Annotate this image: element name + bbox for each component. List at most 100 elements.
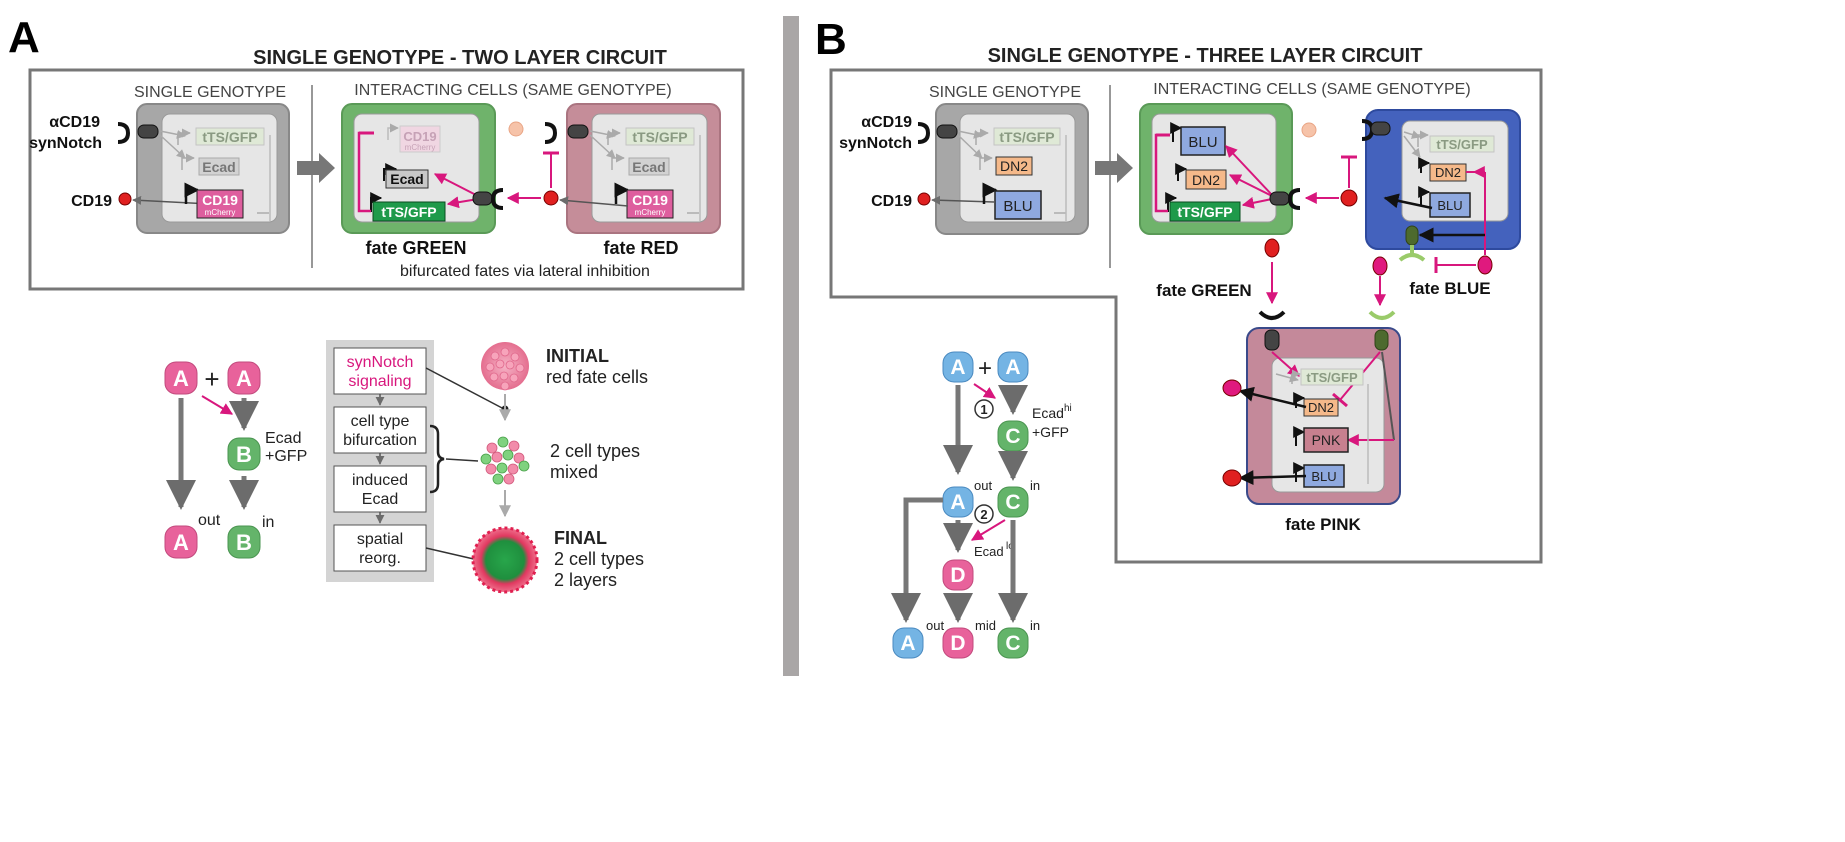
final-cluster-image (473, 528, 537, 592)
flow-step-4b: reorg. (359, 550, 401, 567)
pink-ligand-icon (1372, 256, 1388, 276)
gene-ttsgfp: tTS/GFP (1436, 137, 1488, 152)
node-b-in: B (236, 530, 252, 555)
gene-cd19: CD19 (632, 192, 668, 208)
gfp-label: +GFP (1032, 424, 1069, 440)
gene-ttsgfp-active: tTS/GFP (381, 204, 436, 220)
flow-step-3a: induced (352, 472, 408, 489)
node-a: A (236, 366, 252, 391)
panel-a-flowchart: synNotch signaling cell type bifurcation… (326, 340, 509, 582)
faded-ligand-icon (1301, 122, 1317, 138)
panel-b-letter: B (815, 15, 847, 64)
panel-a-stage-images (471, 342, 539, 594)
gene-blu: BLU (1311, 469, 1336, 484)
lo-superscript: lo (1006, 541, 1014, 552)
gene-dn2: DN2 (1192, 172, 1220, 188)
node-c-in: C (1005, 491, 1020, 514)
panel-a-title: SINGLE GENOTYPE - TWO LAYER CIRCUIT (253, 47, 667, 69)
gene-ttsgfp: tTS/GFP (632, 129, 687, 145)
panel-a-green-cell: CD19 mCherry Ecad tTS/GFP (341, 103, 504, 234)
pink-ligand-icon (1222, 379, 1242, 397)
gene-dn2: DN2 (1435, 165, 1461, 180)
panel-b-single-cell: tTS/GFP DN2 BLU (917, 103, 1089, 235)
plus-sign: + (978, 355, 992, 382)
out-label-final: out (926, 618, 944, 633)
gene-mcherry: mCherry (635, 208, 666, 217)
gene-ttsgfp: tTS/GFP (1306, 370, 1358, 385)
in-label: in (262, 514, 274, 531)
step-1-marker: 1 (980, 402, 987, 417)
cd19-ligand-icon (543, 190, 559, 206)
panel-b-title: SINGLE GENOTYPE - THREE LAYER CIRCUIT (988, 45, 1423, 67)
flow-step-1b: signaling (348, 373, 411, 390)
gene-pnk: PNK (1312, 432, 1341, 448)
plus-sign: + (204, 364, 219, 394)
node-d-mid: D (950, 632, 965, 655)
gene-ecad: Ecad (202, 159, 235, 175)
gene-ecad-induced: Ecad (390, 171, 423, 187)
gfp-label: +GFP (265, 448, 307, 465)
mixed-cluster-image (480, 436, 530, 485)
node-a-out-final: A (900, 632, 915, 655)
panel-b-receptor-label-1: αCD19 (861, 114, 912, 131)
panel-a-single-label: SINGLE GENOTYPE (134, 84, 286, 101)
flow-step-3b: Ecad (362, 491, 398, 508)
node-a: A (1005, 356, 1020, 379)
initial-subtitle: red fate cells (546, 367, 648, 387)
initial-title: INITIAL (546, 346, 609, 366)
ecad-lo-label: Ecad (974, 544, 1004, 559)
out-label: out (974, 478, 992, 493)
fate-green-label: fate GREEN (1156, 281, 1251, 300)
cd19-ligand-icon (1340, 189, 1358, 207)
node-c: C (1005, 425, 1020, 448)
node-d: D (950, 564, 965, 587)
cd19-ligand-icon (1222, 469, 1242, 487)
out-label: out (198, 512, 221, 529)
panel-b-pink-cell: tTS/GFP DN2 PNK BLU (1222, 310, 1401, 505)
flow-step-2b: bifurcation (343, 432, 417, 449)
panel-a-transition-arrow (297, 153, 335, 183)
panel-a-interacting-label: INTERACTING CELLS (SAME GENOTYPE) (354, 82, 671, 99)
fate-pink-label: fate PINK (1285, 515, 1361, 534)
panel-a-red-cell: tTS/GFP Ecad CD19 mCherry (544, 103, 721, 234)
receptor-body-icon (137, 124, 159, 139)
gene-ecad: Ecad (632, 159, 665, 175)
faded-ligand-icon (508, 121, 524, 137)
gene-blu: BLU (1437, 198, 1462, 213)
panel-a: A SINGLE GENOTYPE - TWO LAYER CIRCUIT SI… (8, 13, 745, 594)
panel-b-ligand-label: CD19 (871, 193, 912, 210)
bracket (429, 424, 445, 494)
fate-green-label: fate GREEN (365, 238, 466, 258)
fate-blue-label: fate BLUE (1409, 279, 1490, 298)
gene-cd19: CD19 (202, 192, 238, 208)
mixed-line-1: 2 cell types (550, 441, 640, 461)
gene-blu: BLU (1188, 134, 1217, 151)
panel-b-lineage: A + A 1 Ecad hi +GFP C A out C in 2 Ecad (891, 351, 1072, 659)
synnotch-receptor-icon (917, 122, 931, 144)
gene-ttsgfp: tTS/GFP (202, 129, 257, 145)
node-a-out: A (950, 491, 965, 514)
flow-step-4a: spatial (357, 531, 403, 548)
panel-a-caption: bifurcated fates via lateral inhibition (400, 263, 650, 280)
ligand-green-out-icon (1264, 238, 1280, 258)
final-line-2: 2 layers (554, 570, 617, 590)
pink-ligand-icon (1477, 255, 1493, 275)
panel-a-receptor-label-1: αCD19 (49, 114, 100, 131)
synnotch-receptor-icon (1258, 310, 1286, 320)
ecad-label: Ecad (265, 430, 301, 447)
gene-ttsgfp: tTS/GFP (999, 129, 1054, 145)
cd19-ligand-icon (118, 192, 132, 206)
ecad-hi-label: Ecad (1032, 405, 1064, 421)
node-c-in-final: C (1005, 632, 1020, 655)
gene-cd19-faded: CD19 (403, 129, 436, 144)
panel-a-single-cell: tTS/GFP Ecad CD19 mCherry (117, 103, 290, 234)
synnotch-receptor-icon (117, 122, 131, 144)
panel-a-receptor-label-2: synNotch (29, 135, 102, 152)
synnotch-receptor-icon (490, 188, 504, 210)
panel-b: B SINGLE GENOTYPE - THREE LAYER CIRCUIT … (815, 15, 1543, 659)
in-label: in (1030, 478, 1040, 493)
green-receptor-icon (1368, 310, 1396, 320)
panel-b-blue-cell: tTS/GFP DN2 BLU (1361, 109, 1521, 307)
panel-a-letter: A (8, 13, 40, 62)
